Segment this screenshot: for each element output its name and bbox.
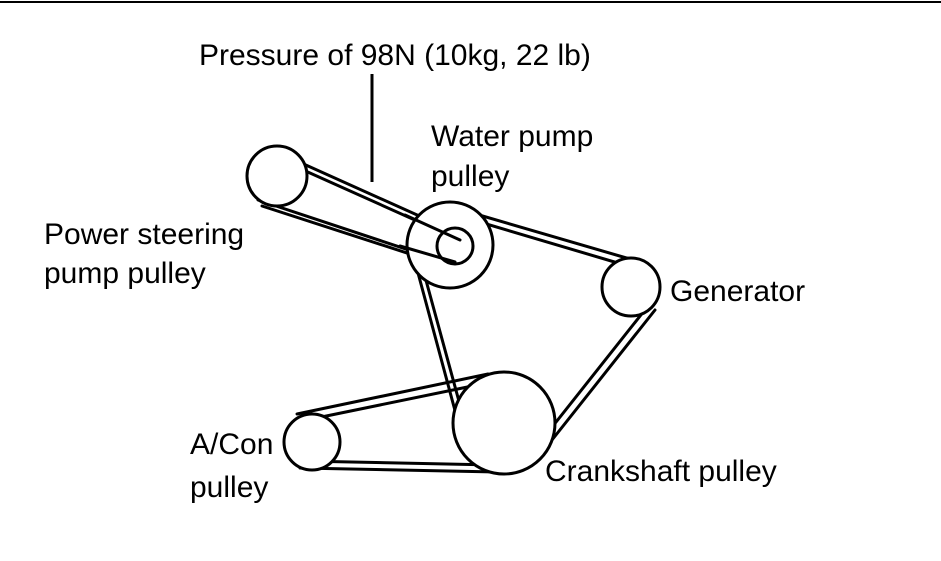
generator-label: Generator [670, 275, 806, 308]
belt-ps-into-hub-upper [403, 213, 462, 242]
belt-acon-to-crank-upper-inner [300, 382, 484, 423]
water-pump-pulley-hub [435, 226, 475, 266]
water-pump-label-line2: pulley [431, 160, 510, 193]
water-pump-label-line1: Water pump [431, 120, 594, 153]
belt-acon-to-crank-upper [295, 372, 490, 416]
power-steering-label-line2: pump pulley [44, 257, 206, 290]
top-border-rule [0, 1, 941, 3]
power-steering-pump-pulley [245, 144, 309, 208]
crankshaft-label: Crankshaft pulley [545, 455, 777, 488]
generator-pulley [600, 256, 662, 318]
crankshaft-pulley [451, 370, 557, 476]
pressure-label: Pressure of 98N (10kg, 22 lb) [199, 39, 591, 72]
belt-generator-to-crank-inner [543, 304, 650, 438]
belt-acon-to-crank-lower [298, 466, 499, 474]
acon-label-line2: pulley [190, 471, 269, 504]
belt-generator-to-crank [546, 308, 657, 447]
power-steering-label-line1: Power steering [44, 218, 245, 251]
acon-label-line1: A/Con [190, 428, 274, 461]
acon-pulley [282, 412, 342, 472]
belt-acon-to-crank-lower-inner [301, 459, 496, 467]
belt-ps-into-hub-lower [398, 244, 457, 264]
